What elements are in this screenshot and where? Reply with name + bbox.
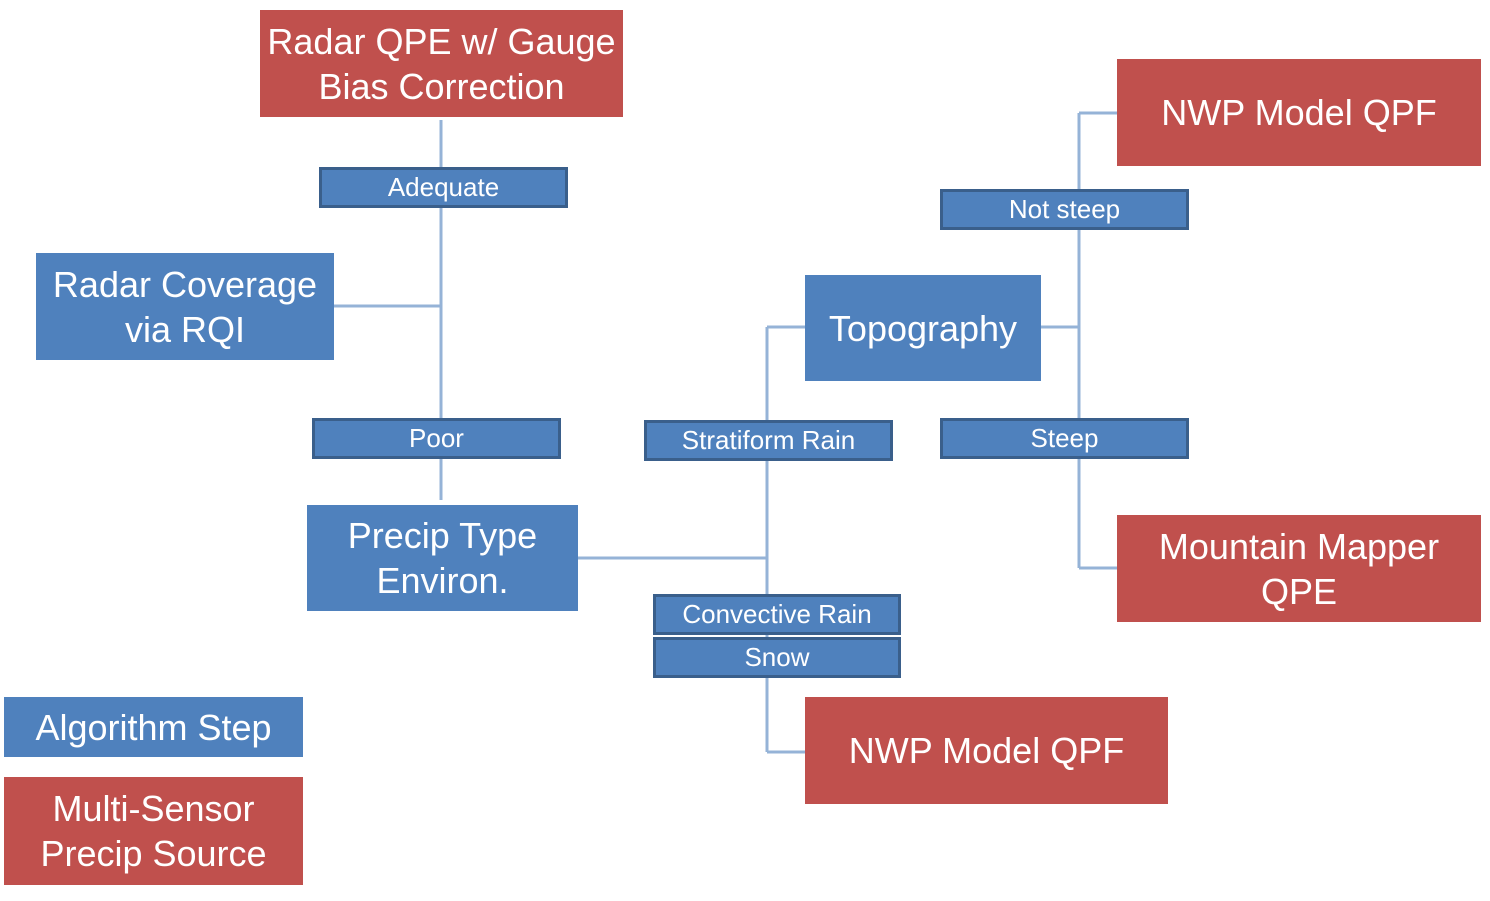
label-adequate: Adequate (319, 167, 568, 208)
legend-precip-source: Multi-Sensor Precip Source (4, 777, 303, 885)
label-convective-rain: Convective Rain (653, 594, 901, 635)
node-topography: Topography (805, 275, 1041, 381)
node-mountain-mapper: Mountain Mapper QPE (1117, 515, 1481, 622)
label-snow: Snow (653, 637, 901, 678)
node-precip-type: Precip Type Environ. (307, 505, 578, 611)
node-nwp-model-bottom: NWP Model QPF (805, 697, 1168, 804)
label-poor: Poor (312, 418, 561, 459)
node-radar-coverage: Radar Coverage via RQI (36, 253, 334, 360)
node-radar-qpe: Radar QPE w/ Gauge Bias Correction (260, 10, 623, 117)
node-nwp-model-top: NWP Model QPF (1117, 59, 1481, 166)
label-stratiform-rain: Stratiform Rain (644, 420, 893, 461)
label-not-steep: Not steep (940, 189, 1189, 230)
legend-algorithm-step: Algorithm Step (4, 697, 303, 757)
label-steep: Steep (940, 418, 1189, 459)
